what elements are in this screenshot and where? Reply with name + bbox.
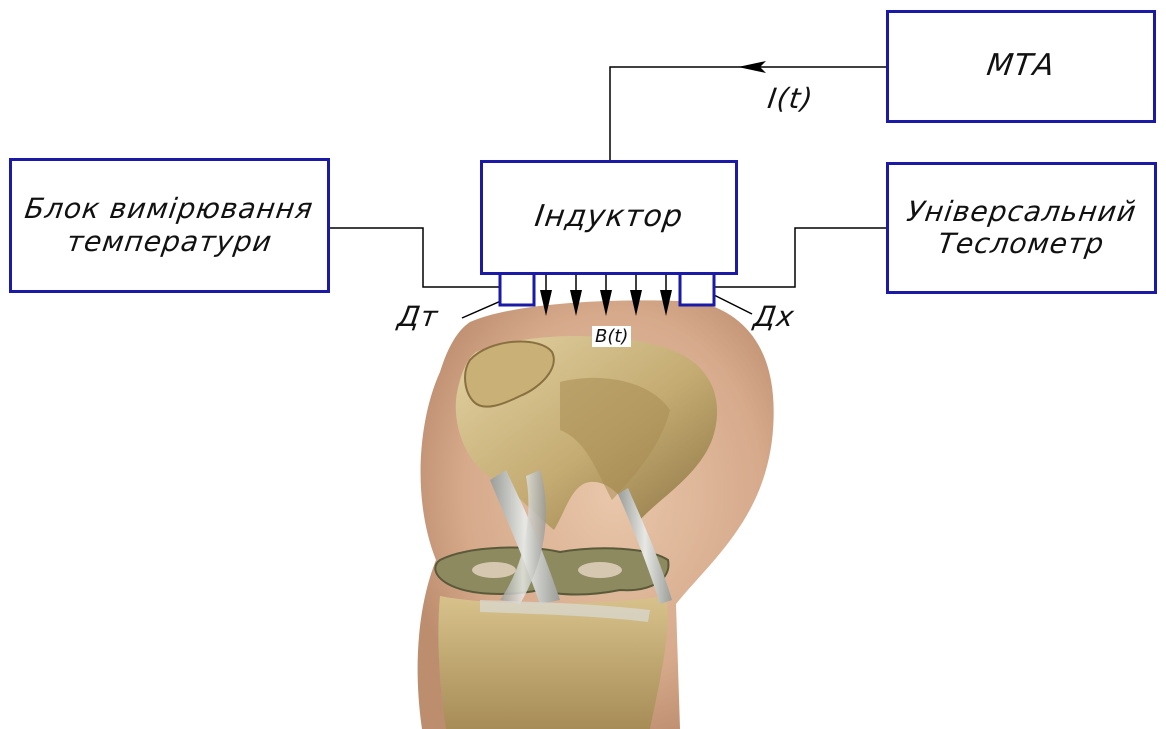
current-line [610, 67, 886, 161]
mta-label: МТА [985, 49, 1058, 84]
temperature-sensor [500, 272, 534, 305]
temp-line [328, 228, 500, 287]
teslameter-line2: Теслометр [936, 228, 1107, 260]
tesla-line [714, 228, 888, 287]
mta-block: МТА [886, 10, 1156, 123]
knee-meniscus-hole [578, 562, 622, 578]
teslameter-block: Універсальний Теслометр [886, 162, 1157, 294]
inductor-block: Індуктор [480, 160, 738, 275]
hall-sensor-label: Дх [752, 300, 797, 333]
temperature-block-line1: Блок вимірювання [23, 193, 316, 225]
knee-illustration [418, 300, 774, 729]
current-signal-label: I(t) [766, 82, 816, 115]
temperature-block: Блок вимірювання температури [9, 158, 330, 293]
temperature-sensor-label: Дт [396, 300, 441, 333]
field-signal-label: B(t) [592, 326, 631, 347]
knee-meniscus-hole [472, 562, 516, 578]
inductor-label: Індуктор [533, 200, 686, 235]
teslameter-line1: Універсальний [905, 196, 1139, 228]
temperature-block-line2: температури [65, 226, 275, 258]
hall-sensor [680, 272, 714, 305]
